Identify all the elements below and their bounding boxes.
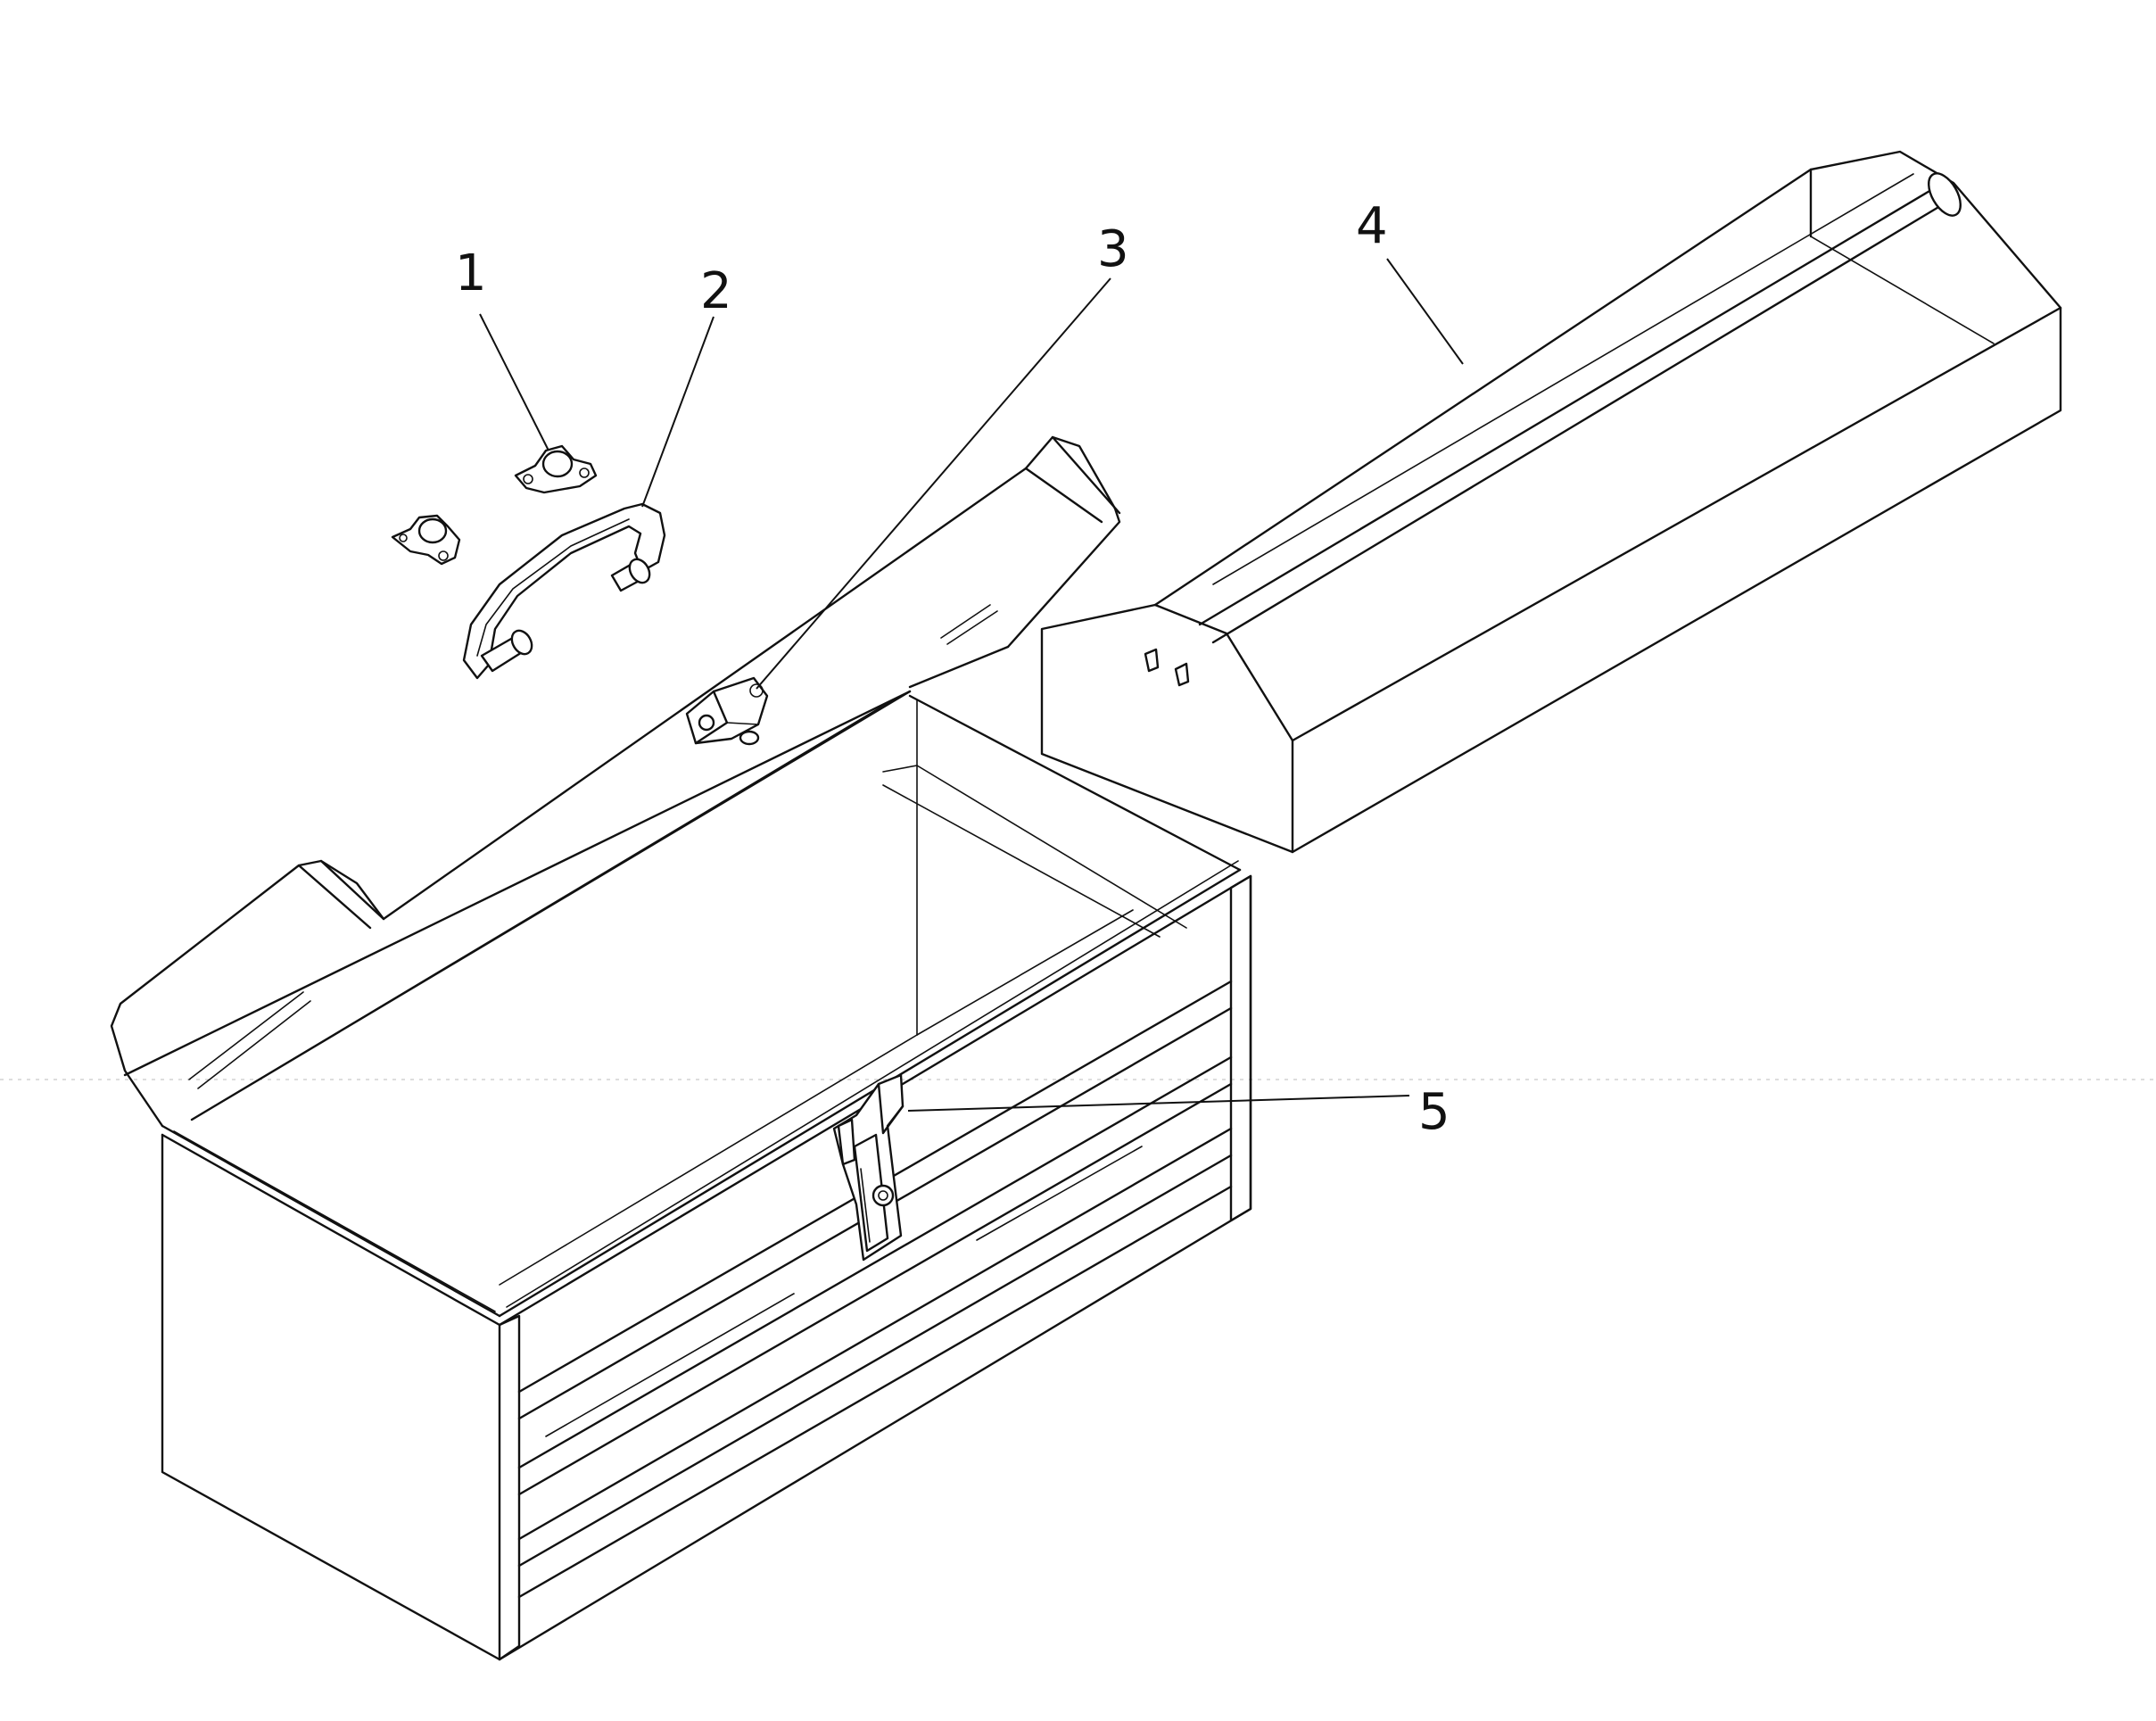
handle-bracket-1 (514, 444, 598, 494)
lid-hinge (685, 676, 769, 746)
callout-5: 5 (1418, 1083, 1450, 1141)
leader-line-4 (1386, 258, 1464, 365)
handle-bracket-2 (391, 514, 461, 566)
leader-line-2 (641, 316, 715, 508)
callout-2: 2 (700, 262, 732, 320)
leader-line-5 (907, 1095, 1410, 1112)
callout-3: 3 (1097, 220, 1129, 278)
leader-line-1 (479, 313, 549, 451)
tote-tray (1040, 150, 2062, 854)
callout-4: 4 (1356, 197, 1388, 255)
leader-line-3 (756, 277, 1111, 690)
latch (832, 1073, 905, 1262)
callout-1: 1 (455, 244, 487, 302)
carry-handle (462, 502, 666, 680)
tool-box-body (161, 690, 1252, 1661)
tool-box-lid (110, 435, 1121, 1128)
